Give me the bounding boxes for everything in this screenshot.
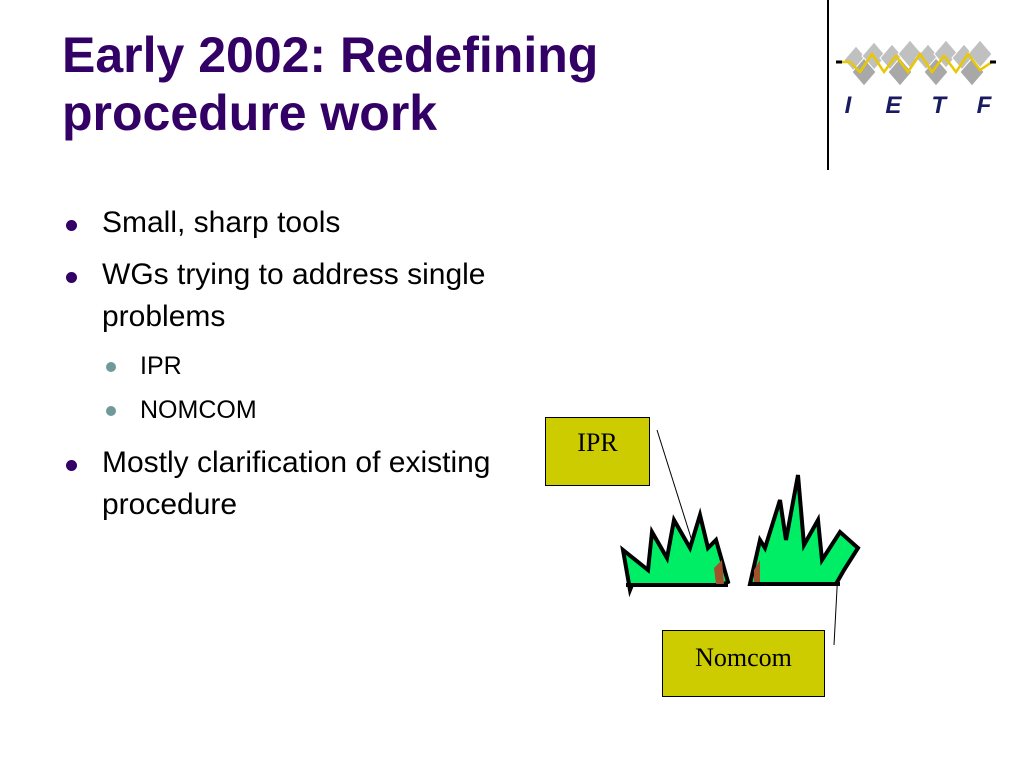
logo-letter-t: T [931,92,946,119]
ipr-label-box: IPR [545,417,650,486]
nomcom-label-box: Nomcom [662,630,825,697]
sub-bullet-item: NOMCOM [102,388,502,432]
right-grass-tuft [747,474,861,586]
grass-tufts-icon [620,429,861,646]
bullet-list: Small, sharp tools WGs trying to address… [62,202,502,536]
bullet-item: Mostly clarification of existing procedu… [62,442,502,526]
logo-letter-e: E [885,92,902,119]
logo-letter-i: I [844,92,852,119]
sub-bullet-item: IPR [102,344,502,388]
ietf-logo-text: I E T F [836,92,996,120]
sub-bullet-text: NOMCOM [140,396,257,424]
bullet-text: Small, sharp tools [102,206,341,239]
header-divider [827,0,829,170]
bullet-item: Small, sharp tools [62,202,502,244]
bullet-text: WGs trying to address single problems [102,258,486,333]
sub-bullet-text: IPR [140,352,182,380]
bullet-text: Mostly clarification of existing procedu… [102,446,491,521]
ietf-logo-icon [836,39,996,87]
logo-letter-f: F [976,92,992,119]
bullet-item: WGs trying to address single problems IP… [62,254,502,432]
sub-bullet-list: IPR NOMCOM [102,344,502,432]
slide-title: Early 2002: Redefining procedure work [62,27,599,141]
left-grass-tuft [620,507,731,598]
